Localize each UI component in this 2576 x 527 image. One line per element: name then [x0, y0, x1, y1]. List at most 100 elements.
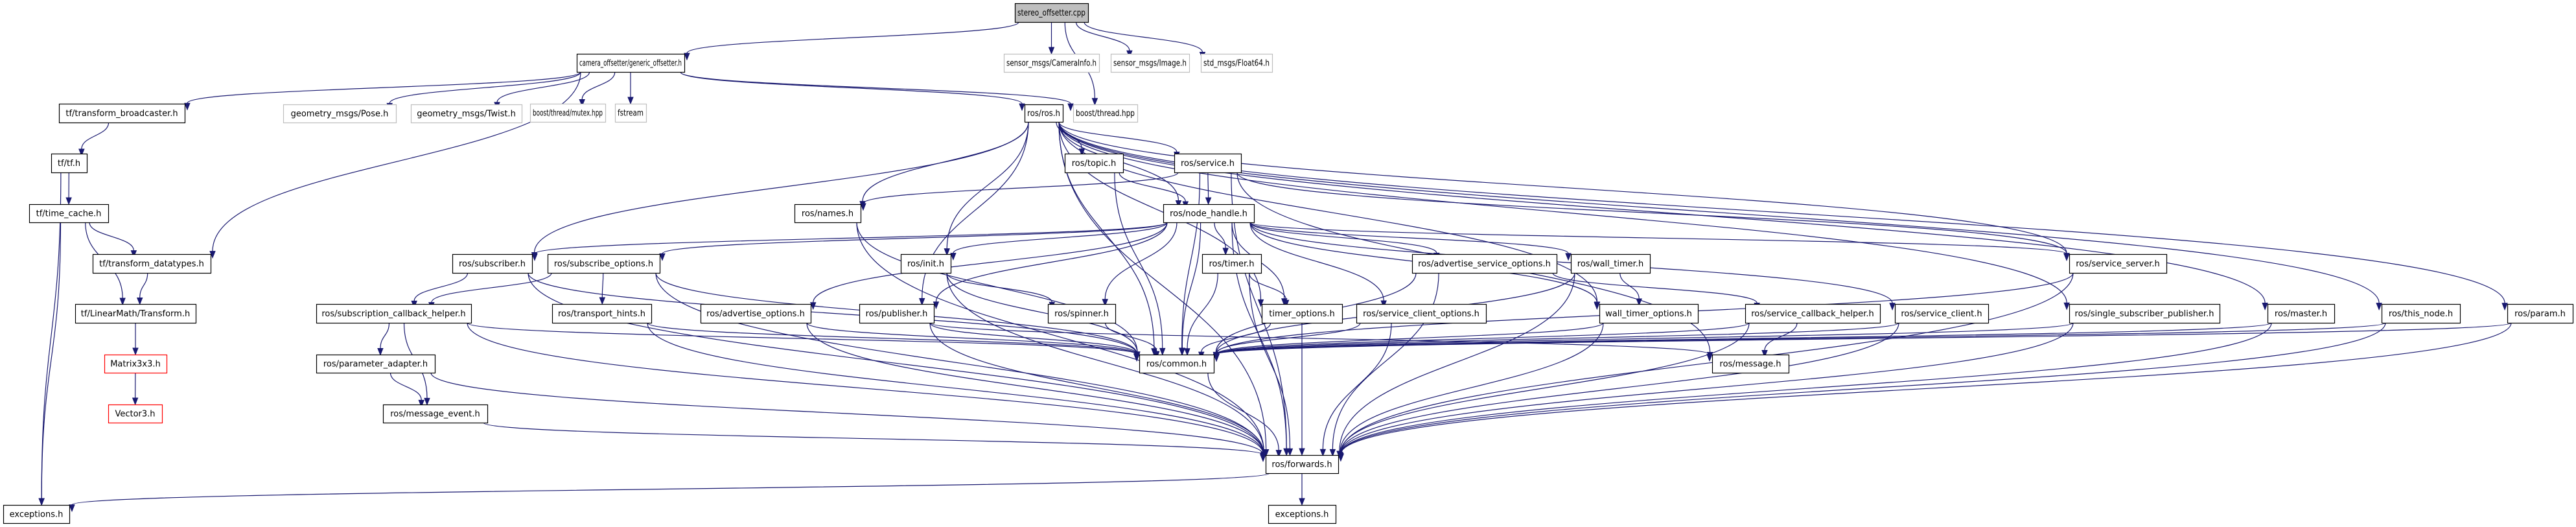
node-twist[interactable]: geometry_msgs/Twist.h: [410, 104, 523, 124]
edge-parameter_adapter-to-forwards: [430, 372, 1264, 455]
node-label: tf/time_cache.h: [36, 209, 102, 219]
node-publisher[interactable]: ros/publisher.h: [859, 303, 935, 324]
node-transport-hints[interactable]: ros/transport_hints.h: [551, 303, 653, 324]
node-transform-datatypes[interactable]: tf/transform_datatypes.h: [92, 253, 212, 274]
node-service-server[interactable]: ros/service_server.h: [2069, 253, 2168, 274]
edge-node_handle-to-service_client_options: [1249, 222, 1384, 301]
node-generic-offsetter[interactable]: camera_offsetter/generic_offsetter.h: [576, 53, 686, 73]
node-single-subscriber-publisher[interactable]: ros/single_subscriber_publisher.h: [2069, 303, 2221, 324]
node-mutex[interactable]: boost/thread/mutex.hpp: [529, 103, 607, 123]
node-box: [1599, 303, 1699, 324]
edge-service_client_options-to-forwards: [1322, 322, 1392, 450]
node-param[interactable]: ros/param.h: [2507, 303, 2574, 324]
edge-node_handle-to-common: [1181, 222, 1201, 349]
edge-node_handle-to-advertise_options: [813, 222, 1168, 303]
arrowhead-icon: [1184, 348, 1190, 357]
node-transform-broadcaster[interactable]: tf/transform_broadcaster.h: [58, 103, 186, 124]
node-linearmath-transform[interactable]: tf/LinearMath/Transform.h: [75, 303, 197, 324]
arrowhead-icon: [1260, 454, 1266, 462]
node-box: [1268, 504, 1337, 524]
node-master[interactable]: ros/master.h: [2267, 303, 2336, 324]
node-exceptions-tf[interactable]: exceptions.h: [3, 504, 71, 524]
node-subscription-callback-helper[interactable]: ros/subscription_callback_helper.h: [316, 303, 472, 324]
edge-service_server-to-forwards: [1340, 272, 2074, 454]
node-message-event[interactable]: ros/message_event.h: [382, 404, 489, 424]
node-label: ros/timer.h: [1209, 259, 1254, 269]
node-advertise-options[interactable]: ros/advertise_options.h: [700, 303, 812, 324]
node-label: ros/topic.h: [1072, 159, 1117, 169]
node-box: [1570, 253, 1651, 274]
edge-generic_offsetter-to-twist: [496, 71, 590, 103]
arrowhead-icon: [1282, 299, 1290, 308]
edge-wall_timer_options-to-forwards: [1340, 322, 1604, 452]
edge-subscribe_options-to-subscription_callback_helper: [431, 272, 552, 303]
node-message[interactable]: ros/message.h: [1712, 354, 1790, 374]
node-service-client[interactable]: ros/service_client.h: [1894, 303, 1990, 324]
node-box: [452, 253, 533, 274]
node-node-handle[interactable]: ros/node_handle.h: [1163, 204, 1255, 224]
node-pose[interactable]: geometry_msgs/Pose.h: [283, 104, 397, 124]
edge-node_handle-to-timer: [1214, 222, 1226, 248]
node-label: timer_options.h: [1269, 309, 1334, 319]
arrowhead-icon: [1213, 354, 1220, 362]
node-box: [576, 53, 686, 73]
node-subscriber[interactable]: ros/subscriber.h: [452, 253, 533, 274]
node-parameter-adapter[interactable]: ros/parameter_adapter.h: [316, 354, 436, 374]
arrowhead-icon: [531, 253, 538, 261]
node-names[interactable]: ros/names.h: [794, 204, 862, 224]
edge-advertise_options-to-common: [806, 322, 1137, 355]
node-image[interactable]: sensor_msgs/Image.h: [1110, 53, 1190, 73]
node-subscribe-options[interactable]: ros/subscribe_options.h: [547, 253, 661, 274]
arrowhead-icon: [1067, 103, 1074, 111]
edge-node_handle-to-init: [953, 222, 1168, 253]
node-box: [1894, 303, 1990, 324]
node-float64[interactable]: std_msgs/Float64.h: [1200, 53, 1273, 73]
node-label: ros/single_subscriber_publisher.h: [2075, 309, 2214, 319]
node-stereo-offsetter[interactable]: stereo_offsetter.cpp: [1014, 3, 1089, 23]
node-init[interactable]: ros/init.h: [900, 253, 952, 274]
node-ros-h[interactable]: ros/ros.h: [1024, 104, 1064, 123]
arrowhead-icon: [1275, 450, 1282, 458]
arrowhead-icon: [1889, 303, 1896, 311]
node-box: [1139, 354, 1215, 374]
node-box: [1712, 354, 1790, 374]
node-spinner[interactable]: ros/spinner.h: [1047, 303, 1117, 324]
node-time-cache[interactable]: tf/time_cache.h: [29, 204, 110, 224]
edge-node_handle-to-wall_timer: [1249, 222, 1569, 254]
node-fstream[interactable]: fstream: [614, 103, 647, 123]
node-service-client-options[interactable]: ros/service_client_options.h: [1356, 303, 1487, 324]
node-timer[interactable]: ros/timer.h: [1201, 253, 1262, 274]
node-box: [1745, 303, 1881, 324]
node-boost-thread[interactable]: boost/thread.hpp: [1073, 104, 1139, 123]
node-label: ros/node_handle.h: [1170, 209, 1247, 219]
node-matrix3x3[interactable]: Matrix3x3.h: [104, 354, 168, 374]
node-vector3[interactable]: Vector3.h: [108, 404, 163, 424]
arrowhead-icon: [1594, 302, 1600, 310]
arrowhead-icon: [2262, 303, 2268, 310]
node-common[interactable]: ros/common.h: [1139, 354, 1215, 374]
arrowhead-icon: [579, 99, 585, 107]
edge-transform_broadcaster-to-tf_h: [81, 122, 110, 150]
edge-param-to-forwards: [1340, 322, 2512, 454]
node-advertise-service-options[interactable]: ros/advertise_service_options.h: [1411, 253, 1558, 274]
node-wall-timer-options[interactable]: wall_timer_options.h: [1599, 303, 1699, 324]
node-timer-options[interactable]: timer_options.h: [1261, 303, 1343, 324]
node-this-node[interactable]: ros/this_node.h: [2381, 303, 2461, 324]
edge-names-to-forwards: [856, 222, 1264, 452]
node-topic[interactable]: ros/topic.h: [1064, 153, 1124, 174]
arrowhead-icon: [1319, 449, 1327, 457]
edge-subscriber-to-subscription_callback_helper: [413, 272, 469, 301]
node-exceptions-ros[interactable]: exceptions.h: [1268, 504, 1337, 524]
edge-transport_hints-to-forwards: [647, 322, 1264, 454]
node-service[interactable]: ros/service.h: [1174, 153, 1242, 174]
node-label: stereo_offsetter.cpp: [1017, 8, 1085, 18]
arrowhead-icon: [684, 53, 690, 61]
node-wall-timer[interactable]: ros/wall_timer.h: [1570, 253, 1651, 274]
edge-node_handle-to-subscribe_options: [662, 222, 1168, 254]
node-tf-h[interactable]: tf/tf.h: [51, 153, 88, 174]
node-service-callback-helper[interactable]: ros/service_callback_helper.h: [1745, 303, 1881, 324]
node-box: [900, 253, 952, 274]
node-camerainfo[interactable]: sensor_msgs/CameraInfo.h: [1003, 53, 1100, 73]
node-forwards[interactable]: ros/forwards.h: [1265, 454, 1340, 474]
